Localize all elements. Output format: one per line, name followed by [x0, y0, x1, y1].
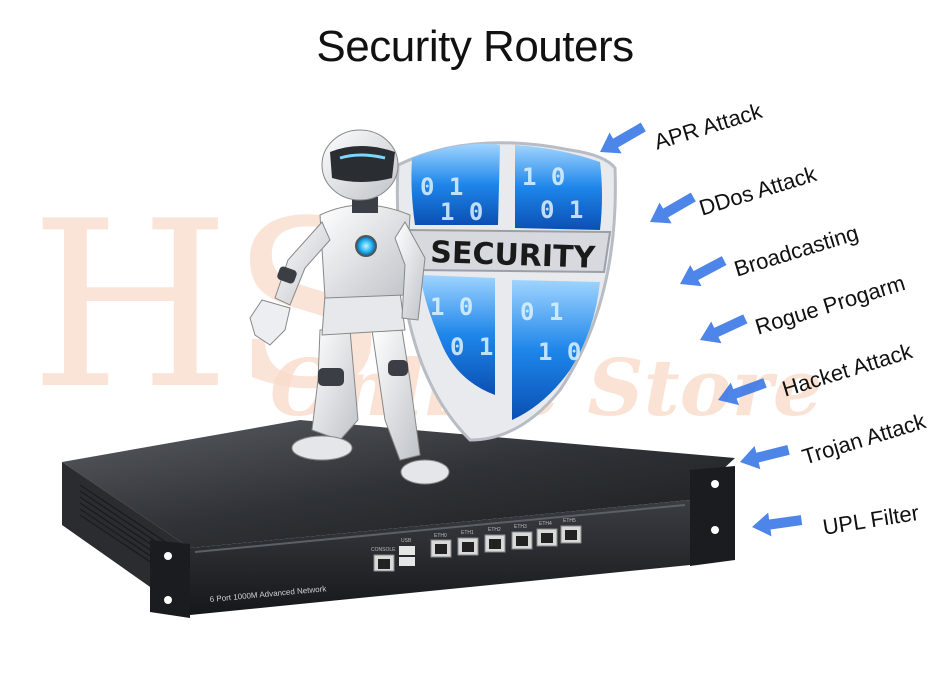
rack-ear-left [150, 540, 190, 618]
rack-ear-right [690, 466, 735, 566]
port-label: USB [401, 538, 412, 544]
port-label: ETH5 [563, 518, 576, 524]
robot-figure [249, 129, 450, 485]
svg-text:0 1: 0 1 [520, 298, 563, 326]
port-label: ETH1 [461, 530, 474, 536]
svg-text:0 1: 0 1 [420, 173, 463, 201]
svg-text:1 0: 1 0 [440, 198, 483, 226]
arrow-icon [650, 192, 696, 224]
arrow-icon [700, 314, 748, 344]
port-label: CONSOLE [371, 547, 396, 553]
arrow-icon [718, 378, 767, 406]
port-label: ETH0 [434, 533, 447, 539]
port-label: ETH4 [539, 521, 552, 527]
port-label: ETH2 [488, 527, 501, 533]
router-ports [373, 525, 582, 572]
arrow-icon [600, 122, 646, 154]
arrow-icon [680, 256, 727, 287]
svg-text:1 0: 1 0 [522, 163, 565, 191]
svg-text:1 0: 1 0 [538, 338, 581, 366]
svg-text:0 1: 0 1 [450, 333, 493, 361]
security-shield: 0 1 1 0 1 0 0 1 1 0 0 1 0 1 1 0 SECURITY [395, 141, 617, 442]
svg-text:1 0: 1 0 [430, 293, 473, 321]
port-label: ETH3 [514, 524, 527, 530]
router-device: CONSOLE USB ETH0 ETH1 ETH2 ETH3 ETH4 ETH… [62, 420, 735, 618]
shield-label: SECURITY [430, 235, 597, 276]
arrow-icon [740, 445, 790, 470]
threat-arrows [600, 122, 803, 537]
arrow-icon [752, 512, 803, 537]
page-title: Security Routers [316, 22, 634, 71]
svg-text:0 1: 0 1 [540, 196, 583, 224]
router-top [62, 420, 735, 548]
